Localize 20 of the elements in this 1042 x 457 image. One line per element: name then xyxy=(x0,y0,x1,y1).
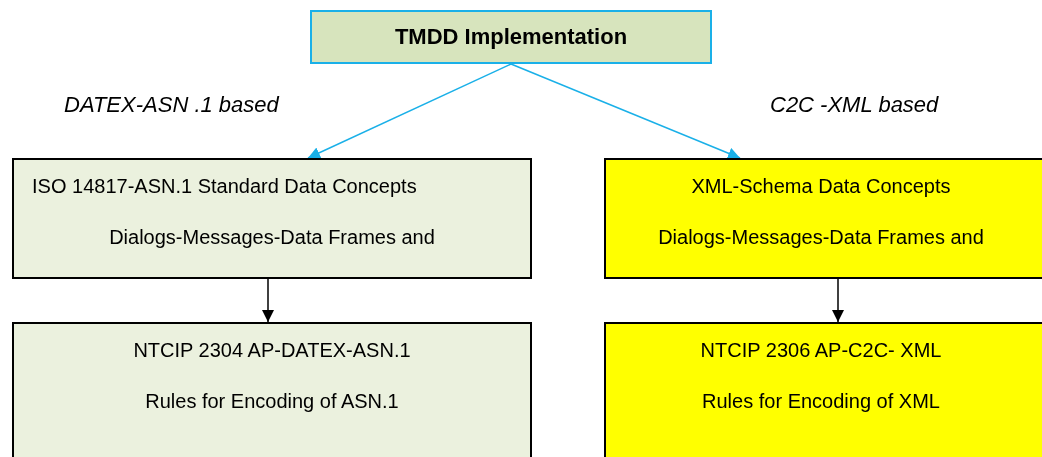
process-box xyxy=(604,158,1042,279)
arrow xyxy=(262,278,274,323)
box-text: NTCIP 2306 AP-C2C- XML xyxy=(699,338,943,363)
box-text: TMDD Implementation xyxy=(394,23,628,51)
box-text: Rules for Encoding of ASN.1 xyxy=(144,389,400,414)
box-text: Dialogs-Messages-Data Frames and xyxy=(657,225,985,250)
arrow xyxy=(832,278,844,323)
arrow xyxy=(307,63,512,159)
process-box xyxy=(12,322,532,457)
box-text: Dialogs-Messages-Data Frames and xyxy=(108,225,436,250)
arrow xyxy=(510,63,741,159)
box-text: ISO 14817-ASN.1 Standard Data Concepts xyxy=(31,174,418,199)
branch-label: C2C -XML based xyxy=(770,91,939,119)
process-box xyxy=(604,322,1042,457)
box-text: Rules for Encoding of XML xyxy=(701,389,941,414)
branch-label: DATEX-ASN .1 based xyxy=(64,91,279,119)
box-text: NTCIP 2304 AP-DATEX-ASN.1 xyxy=(132,338,412,363)
box-text: XML-Schema Data Concepts xyxy=(690,174,952,199)
process-box xyxy=(12,158,532,279)
process-box xyxy=(310,10,712,64)
